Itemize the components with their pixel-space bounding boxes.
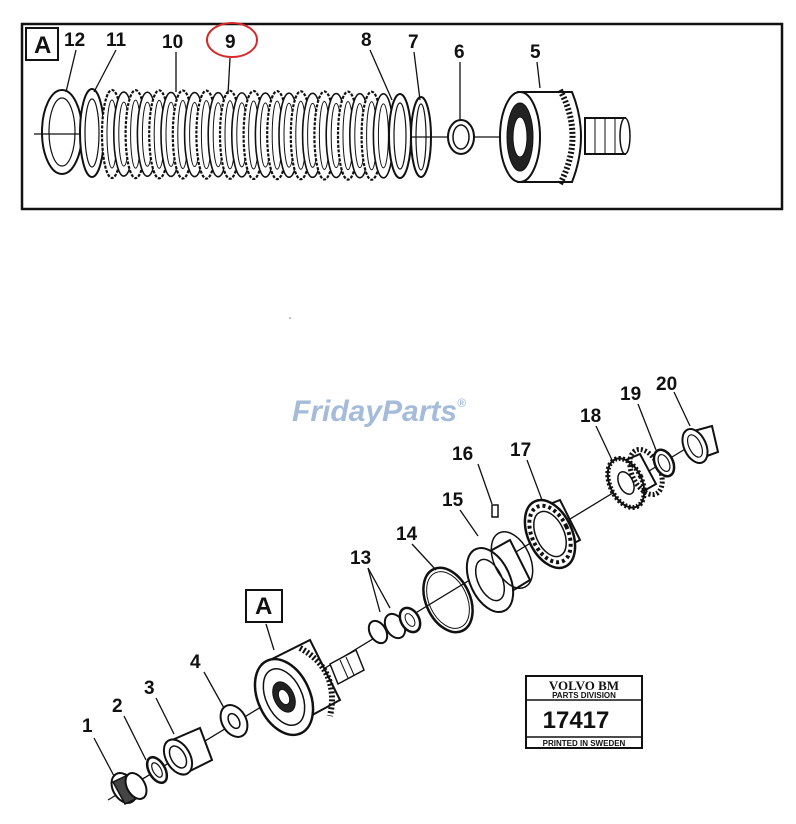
callout-14: 14 [396, 524, 418, 545]
callout-13: 13 [350, 548, 371, 569]
part-18-gear [605, 446, 665, 511]
clutch-disc-stack [34, 88, 500, 181]
watermark-symbol: ® [457, 396, 466, 410]
part-15-housing [465, 531, 534, 613]
top-callouts: 12 11 10 9 8 7 6 5 [64, 30, 541, 63]
bottom-callouts: 1 2 3 4 13 14 15 16 17 18 19 20 [82, 374, 677, 737]
callout-19: 19 [620, 384, 641, 405]
callout-8: 8 [361, 30, 372, 51]
callout-5: 5 [530, 42, 541, 63]
callout-20: 20 [656, 374, 677, 395]
part-3-bearing [162, 726, 214, 776]
highlight-circle [206, 22, 258, 58]
part-20-ring [681, 424, 720, 464]
stamp-footer: PRINTED IN SWEDEN [543, 739, 626, 748]
callout-4: 4 [190, 652, 201, 673]
watermark-text: FridayParts [292, 395, 457, 428]
bottom-leader-lines [93, 391, 691, 777]
part-2-ring [145, 755, 169, 785]
callout-12: 12 [64, 30, 85, 51]
watermark-logo: FridayParts® [292, 395, 466, 428]
callout-18: 18 [580, 406, 601, 427]
callout-6: 6 [454, 42, 465, 63]
assembly-label-box: A [245, 589, 283, 623]
assembly-a-clutch-drum [253, 638, 365, 737]
part-16-pin [491, 504, 499, 518]
part-17-roller-bearing [523, 498, 582, 570]
clutch-drum-part-5 [499, 88, 631, 186]
volvo-bm-stamp: VOLVO BM PARTS DIVISION 17417 PRINTED IN… [525, 675, 643, 749]
callout-16: 16 [452, 444, 473, 465]
part-14-snap-ring [422, 566, 474, 634]
part-13-ring-set [367, 606, 422, 645]
callout-11: 11 [106, 30, 127, 51]
part-1-small-gear [110, 772, 148, 805]
part-19-washer [652, 448, 676, 478]
callout-10: 10 [162, 32, 183, 53]
stamp-title: VOLVO BM [549, 678, 619, 693]
assembly-label: A [255, 593, 272, 620]
callout-1: 1 [82, 716, 93, 737]
callout-9: 9 [225, 32, 236, 53]
detail-box-a: A [20, 22, 784, 211]
o-ring-part-6 [447, 119, 475, 155]
callout-17: 17 [510, 440, 531, 461]
callout-2: 2 [112, 696, 123, 717]
callout-15: 15 [442, 490, 464, 511]
detail-box-label: A [34, 32, 51, 59]
part-4-washer [219, 704, 249, 738]
callout-7: 7 [408, 32, 419, 53]
stamp-subtitle: PARTS DIVISION [552, 691, 616, 700]
callout-3: 3 [144, 678, 155, 699]
top-leader-lines [65, 49, 541, 120]
stamp-number: 17417 [543, 707, 610, 734]
